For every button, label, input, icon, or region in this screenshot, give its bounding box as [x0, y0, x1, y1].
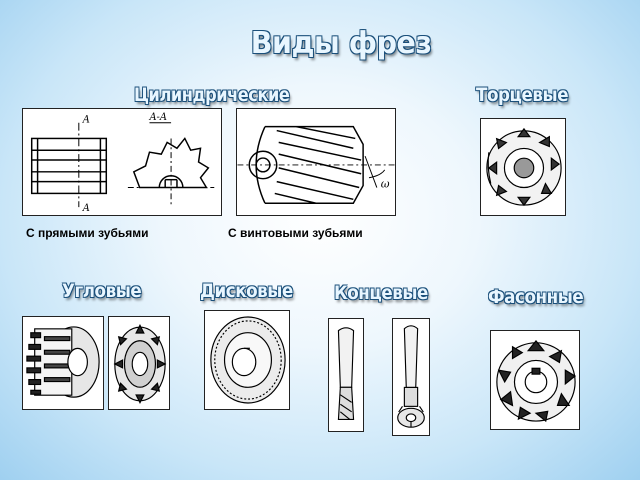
disk-cutter-picture	[204, 310, 290, 410]
heading-cylindrical: Цилиндрические	[134, 84, 290, 106]
section-mark-top: A	[82, 115, 90, 126]
section-mark-bottom: A	[82, 203, 90, 214]
straight-teeth-cutter-illustration: A A A-A	[30, 112, 215, 214]
angular-cutter-illustration-2	[113, 323, 167, 404]
face-cutter-illustration	[486, 127, 562, 207]
shaped-cutter-picture	[490, 330, 580, 430]
angular-cutter-illustration-1	[26, 326, 100, 398]
heading-end: Концевые	[334, 282, 428, 304]
face-cutter-picture	[480, 118, 566, 216]
end-mill-illustration-1	[337, 327, 355, 420]
angular-cutter-picture-2	[108, 316, 170, 410]
caption-straight-teeth: С прямыми зубьями	[26, 226, 149, 240]
end-mill-illustration-2	[397, 325, 425, 428]
caption-helical-teeth: С винтовыми зубьями	[228, 226, 363, 240]
heading-disk: Дисковые	[200, 280, 293, 302]
heading-face: Торцевые	[476, 84, 569, 106]
angular-cutter-picture-1	[22, 316, 104, 410]
straight-teeth-cutter-drawing: A A A-A	[22, 108, 222, 216]
helical-teeth-cutter-illustration: ω	[237, 125, 395, 204]
helical-teeth-cutter-drawing: ω	[236, 108, 396, 216]
shaped-cutter-illustration	[496, 339, 577, 423]
page-title: Виды фрез	[250, 26, 432, 61]
heading-angular: Угловые	[62, 280, 142, 302]
end-mill-picture-2	[392, 318, 430, 436]
disk-cutter-illustration	[210, 316, 286, 404]
heading-shaped: Фасонные	[488, 286, 584, 308]
section-name: A-A	[148, 112, 166, 123]
helix-angle-label: ω	[381, 178, 390, 191]
end-mill-picture-1	[328, 318, 364, 432]
